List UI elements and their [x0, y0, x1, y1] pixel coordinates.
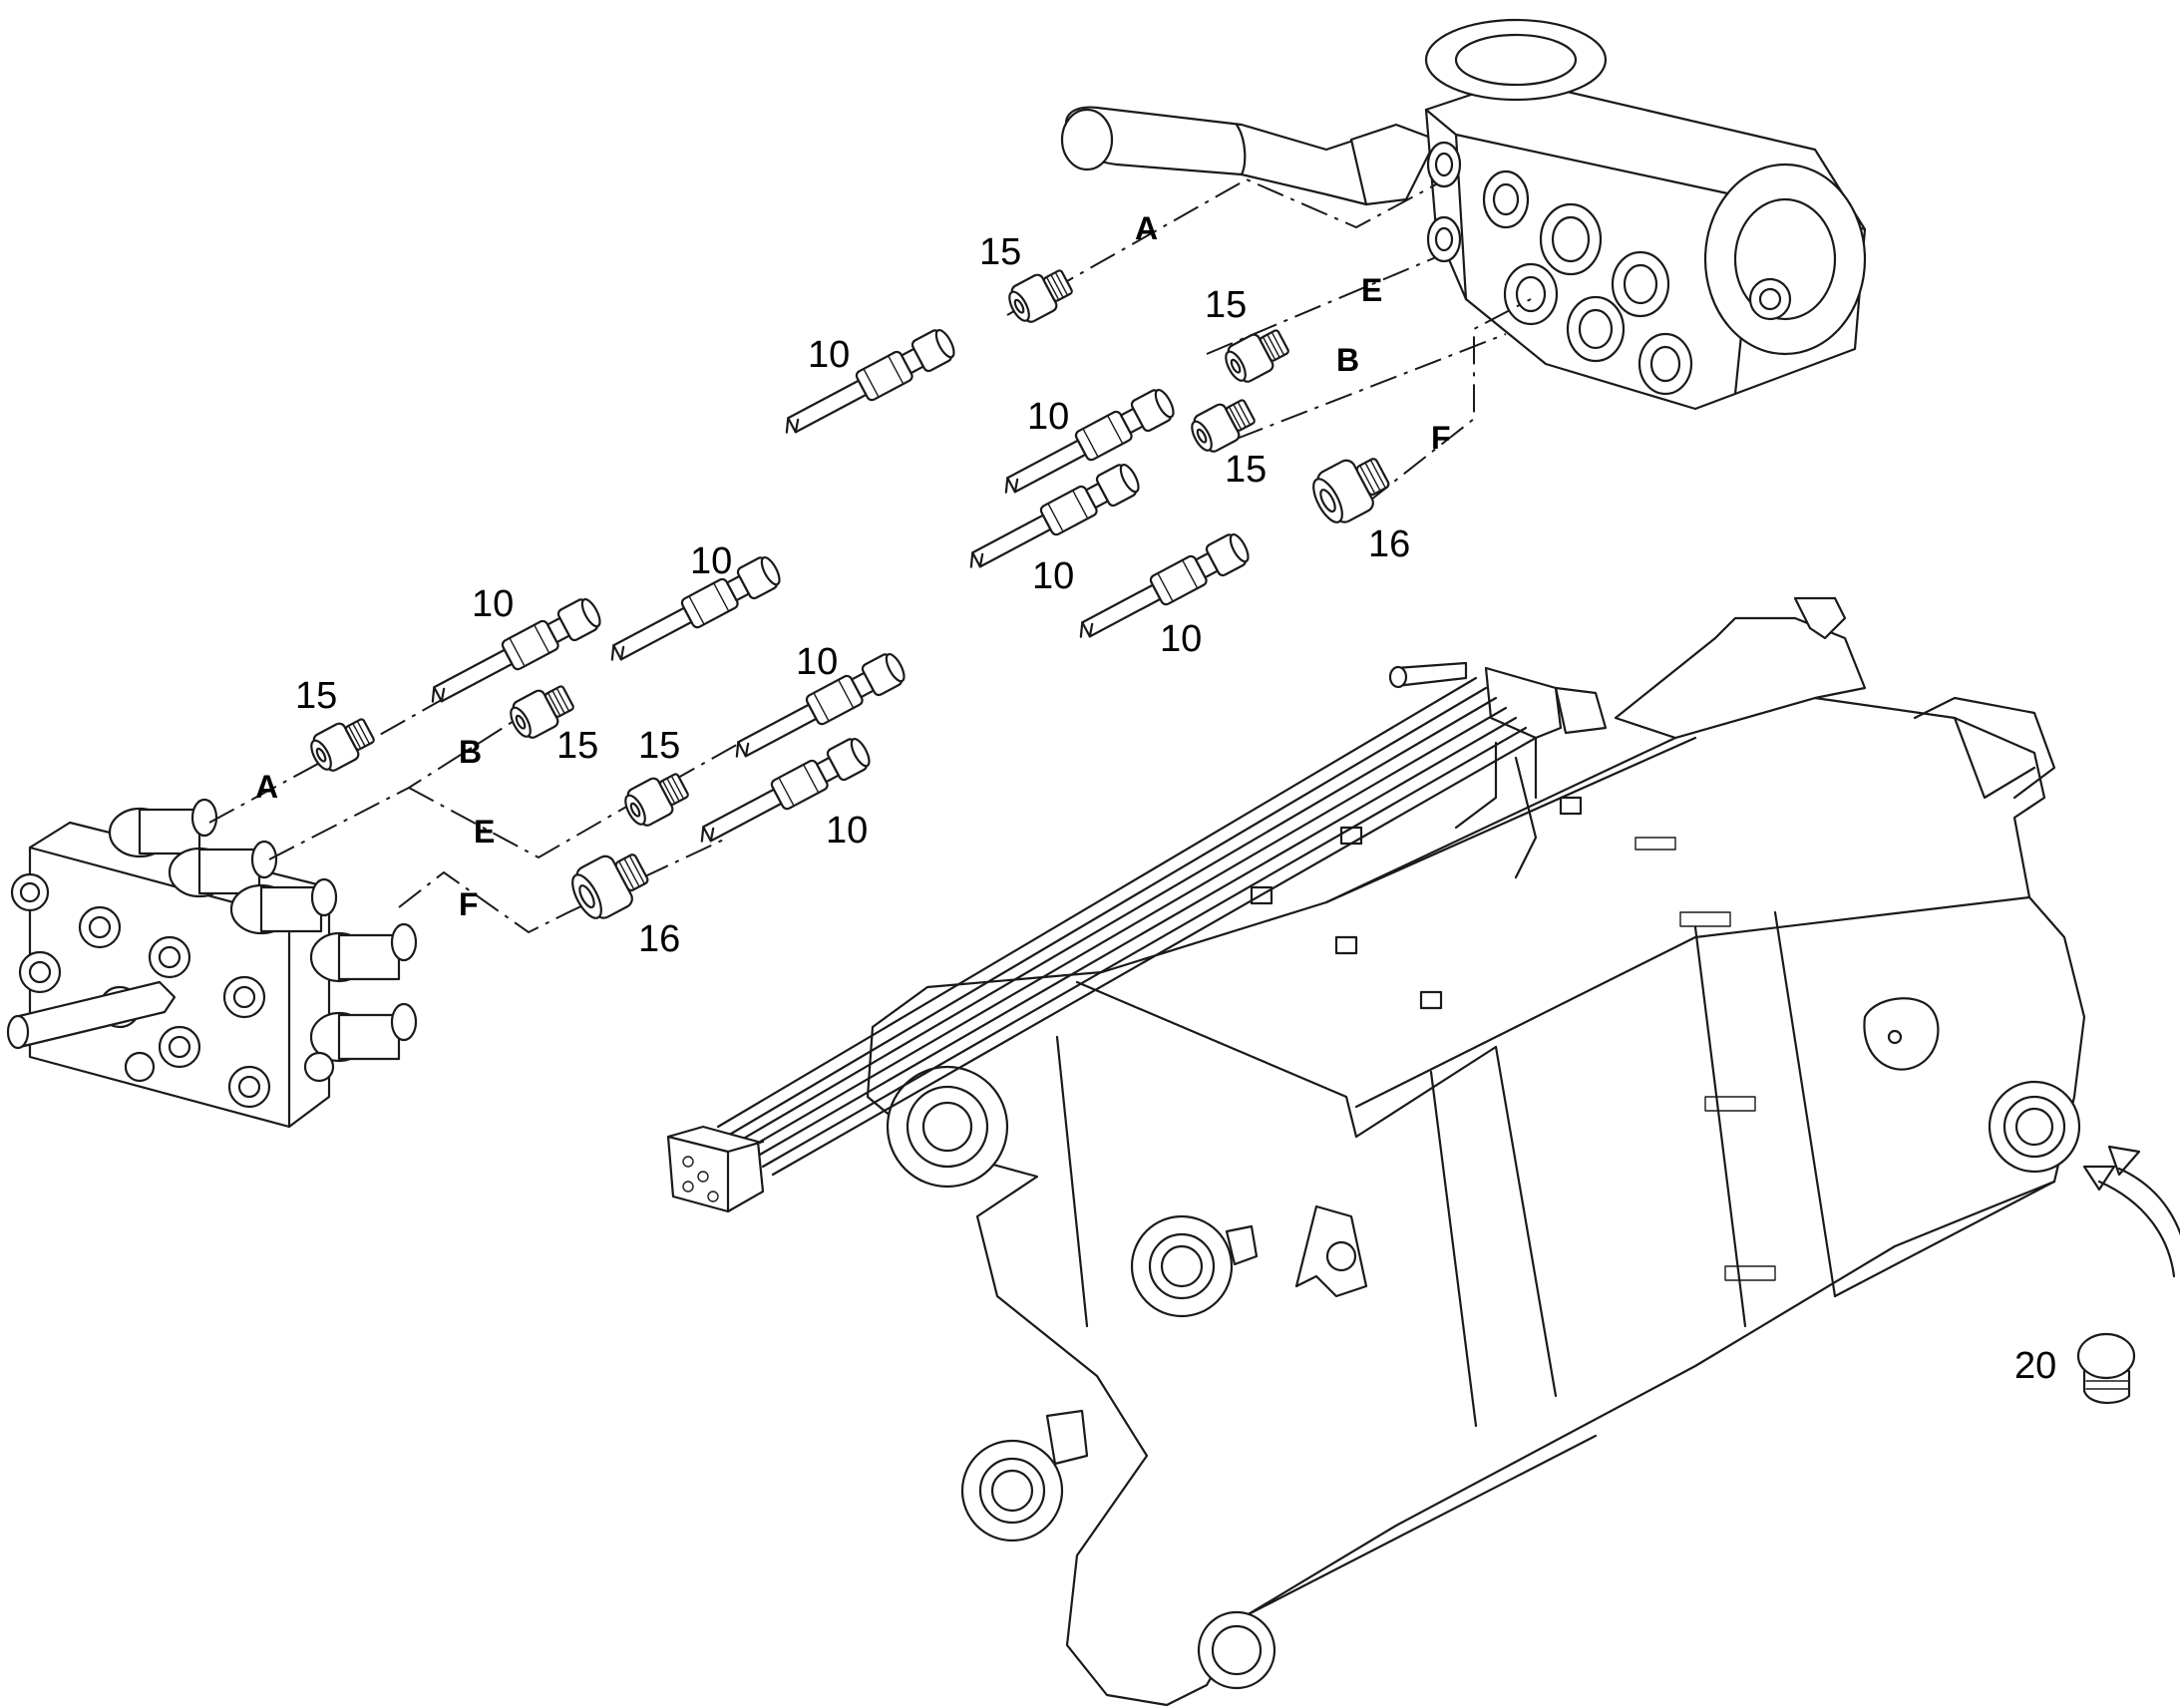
port-letter-b: B: [459, 734, 482, 770]
plug-20: [2076, 1332, 2136, 1404]
control-valve-assembly: [1060, 18, 1867, 411]
callout-15: 15: [295, 675, 337, 717]
fitting-15-b-top: [1185, 392, 1261, 459]
callout-10: 10: [1160, 618, 1202, 660]
port-letters: A E B F A B E F: [255, 210, 1451, 922]
callout-15: 15: [1205, 284, 1247, 326]
port-letter-a: A: [255, 769, 278, 805]
callout-15: 15: [638, 725, 680, 767]
callout-10: 10: [1027, 396, 1069, 438]
callout-10: 10: [826, 810, 868, 852]
callout-16: 16: [638, 918, 680, 960]
manifold-block: [6, 798, 418, 1129]
long-hoses: [716, 676, 1538, 1177]
callout-15: 15: [556, 725, 598, 767]
callout-10: 10: [690, 540, 732, 582]
small-manifold: [666, 1125, 765, 1213]
connection-lines-top: [1006, 177, 1532, 505]
port-letter-a: A: [1135, 210, 1158, 246]
callout-10: 10: [808, 334, 850, 376]
callout-10: 10: [796, 641, 838, 683]
callout-15: 15: [1225, 449, 1267, 491]
insert-arrows: [2082, 1145, 2180, 1278]
port-letter-f: F: [459, 886, 479, 922]
hose-10-e-top: [994, 384, 1180, 506]
callout-10: 10: [472, 583, 514, 625]
port-letter-b: B: [1336, 342, 1359, 378]
fitting-16-f-left: [563, 842, 656, 927]
boom-frame: [866, 596, 2086, 1707]
callout-20: 20: [2014, 1345, 2056, 1387]
callout-10: 10: [1032, 555, 1074, 597]
hose-10-a-top: [775, 324, 960, 446]
fitting-16-f-top: [1304, 446, 1397, 531]
callout-numbers: 10 15 15 10 15 10 16 10 10 10 15 15 15 1…: [295, 231, 2056, 1387]
callout-16: 16: [1368, 523, 1410, 565]
port-letter-f: F: [1431, 420, 1451, 456]
fitting-15-a-left: [304, 711, 380, 778]
port-letter-e: E: [474, 814, 495, 850]
port-letter-e: E: [1361, 272, 1382, 308]
callout-15: 15: [979, 231, 1021, 273]
